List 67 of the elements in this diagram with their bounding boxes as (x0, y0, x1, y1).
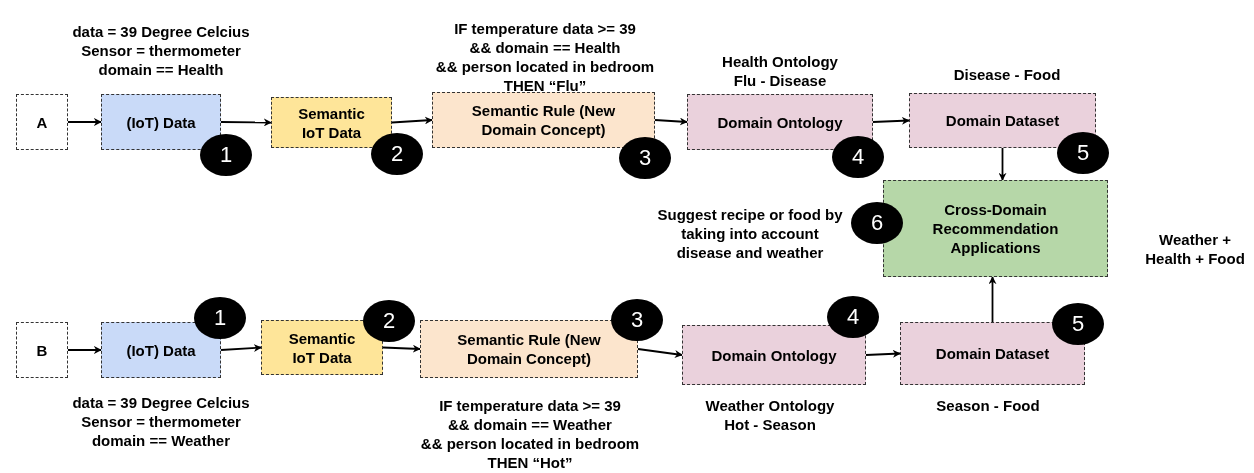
note-text: Weather + Health + Food (1144, 230, 1246, 268)
annotation-text: Sensor = thermometer (81, 412, 241, 431)
annotation-text: && domain == Health (469, 38, 621, 57)
box-label: Domain Ontology (711, 345, 837, 365)
annotation-text: Hot - Season (724, 415, 816, 434)
process-box (271, 97, 392, 148)
process-box (432, 92, 655, 148)
step-number-circle: 4 (832, 136, 884, 178)
step-number-circle: 4 (827, 296, 879, 338)
process-box (101, 94, 221, 150)
box-label: Domain Dataset (945, 111, 1060, 130)
annotation-text: Flu - Disease (733, 71, 827, 90)
process-box (16, 94, 68, 150)
step-number-circle: 5 (1052, 303, 1104, 345)
process-box (16, 322, 68, 378)
arrow (637, 348, 683, 358)
step-number-circle: 3 (611, 299, 663, 341)
box-label: B (36, 340, 48, 360)
arrow (391, 116, 433, 125)
step-number-circle: 3 (619, 137, 671, 179)
box-label: (IoT) Data (126, 112, 196, 132)
annotation-text: IF temperature data >= 39 (439, 396, 621, 415)
step-number-circle: 1 (200, 134, 252, 176)
step-number-circle: 6 (851, 202, 903, 244)
annotation-text: domain == Weather (91, 431, 231, 450)
annotation-text: domain == Health (98, 60, 224, 79)
box-label: A (36, 112, 48, 132)
box-label: Semantic Rule (New Domain Concept) (456, 330, 602, 368)
process-box (687, 94, 873, 150)
process-box (682, 325, 866, 385)
arrow (220, 118, 272, 127)
step-number-circle: 5 (1057, 132, 1109, 174)
arrow (220, 343, 262, 352)
arrow (998, 147, 1007, 181)
arrow (872, 116, 910, 125)
arrow (67, 346, 102, 354)
annotation-text: && domain == Weather (448, 415, 612, 434)
annotation-text: IF temperature data >= 39 (454, 19, 636, 38)
annotation-text: data = 39 Degree Celcius (72, 393, 250, 412)
annotation-text: THEN “Flu” (503, 76, 587, 95)
arrow (67, 118, 102, 126)
annotation-text: && person located in bedroom (435, 57, 655, 76)
box-label: Domain Ontology (717, 112, 843, 132)
annotation-text: Weather Ontology (705, 396, 835, 415)
box-label: (IoT) Data (126, 340, 196, 360)
box-label: Semantic IoT Data (287, 328, 357, 367)
arrow (865, 349, 901, 358)
process-box (883, 180, 1108, 277)
annotation-text: Health Ontology (722, 52, 838, 71)
arrow (988, 276, 997, 323)
annotation-text: Sensor = thermometer (81, 41, 241, 60)
note-text: Suggest recipe or food by taking into account disease and weather (656, 205, 844, 262)
box-label: Domain Dataset (935, 344, 1050, 363)
arrow (654, 117, 688, 126)
arrow (382, 344, 421, 353)
box-label: Cross-Domain Recommendation Applications (931, 200, 1060, 257)
annotation-text: Season - Food (936, 396, 1040, 415)
step-number-circle: 2 (363, 300, 415, 342)
annotation-text: Disease - Food (953, 65, 1061, 84)
step-number-circle: 1 (194, 297, 246, 339)
process-box (261, 320, 383, 375)
annotation-text: data = 39 Degree Celcius (72, 22, 250, 41)
box-label: Semantic IoT Data (297, 103, 366, 142)
box-label: Semantic Rule (New Domain Concept) (470, 101, 617, 139)
step-number-circle: 2 (371, 133, 423, 175)
annotation-text: THEN “Hot” (487, 453, 573, 472)
annotation-text: && person located in bedroom (420, 434, 640, 453)
